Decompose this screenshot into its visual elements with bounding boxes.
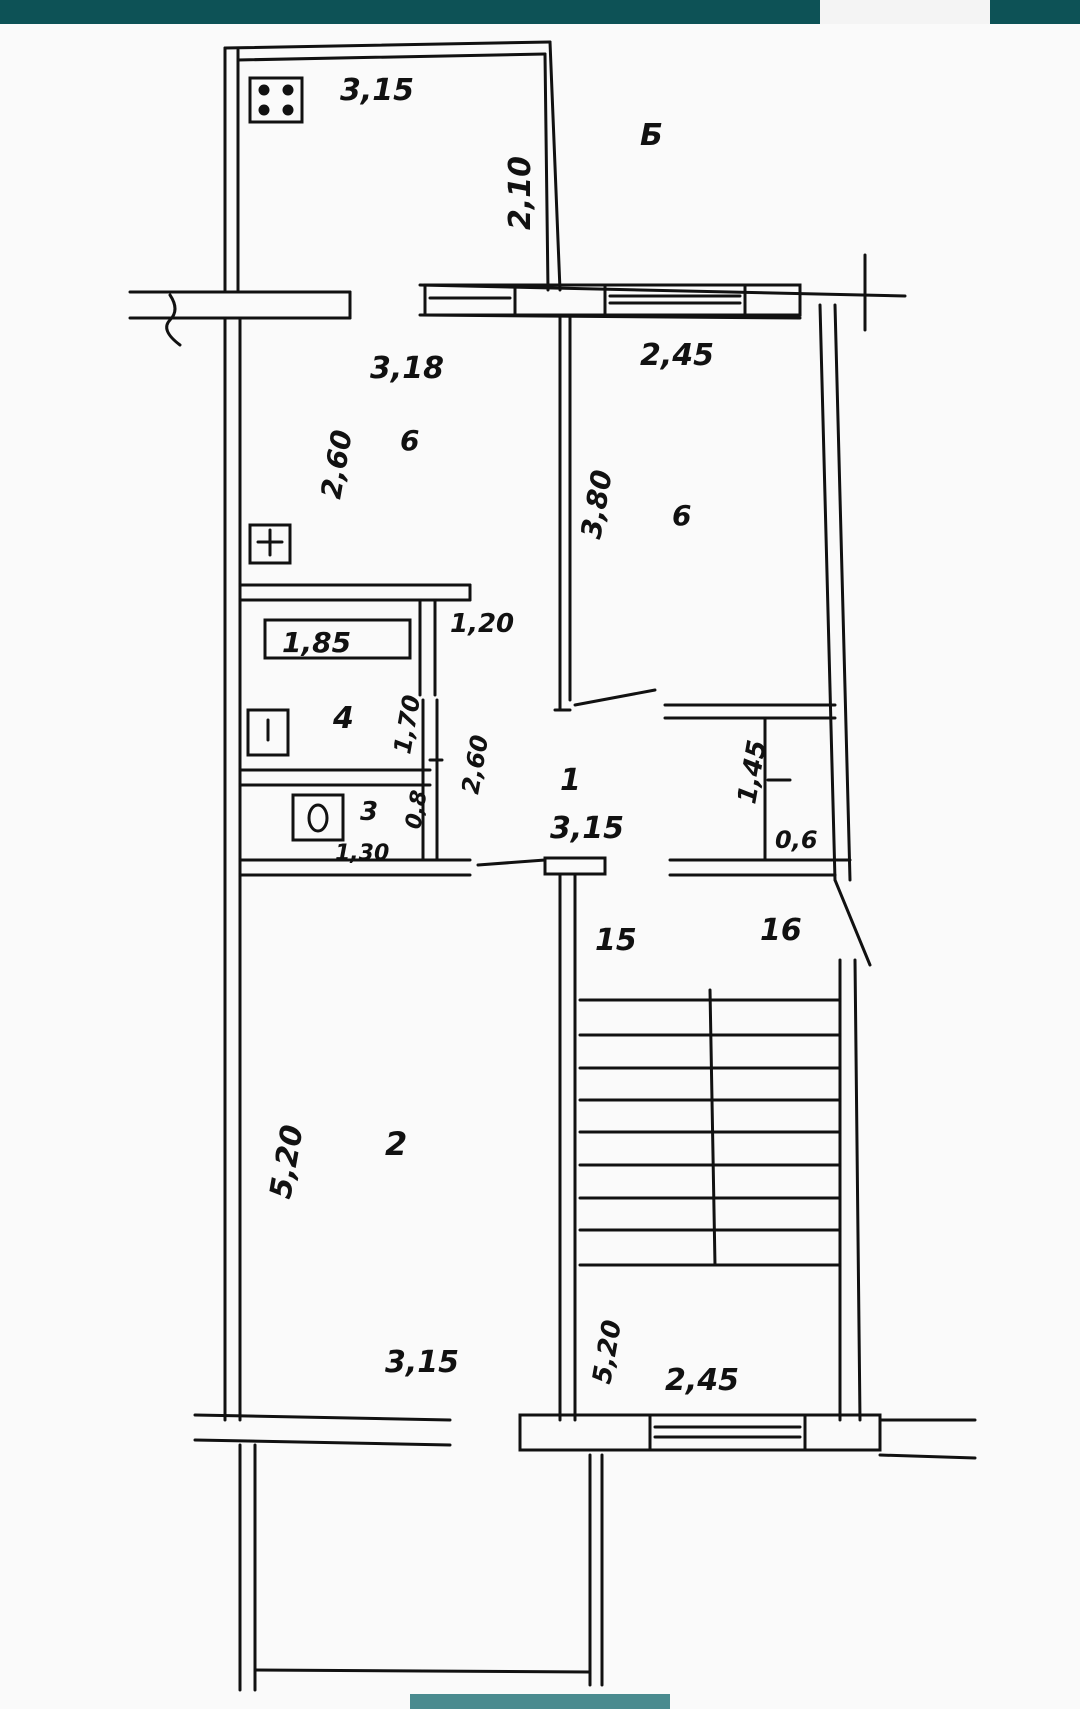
closet-width: 0,6 — [775, 826, 818, 854]
stove-icon — [248, 76, 304, 124]
toilet-number: 3 — [360, 797, 378, 827]
stair-label-15: 15 — [595, 923, 637, 958]
balcony-top-width: 3,15 — [340, 73, 414, 108]
bath-depth: 1,70 — [388, 693, 426, 756]
room2-width: 3,15 — [385, 1345, 459, 1380]
stair-width: 2,45 — [665, 1363, 739, 1398]
top-status-bar — [0, 0, 1080, 24]
bath-depth-2: 2,60 — [456, 733, 494, 796]
floor-plan-drawing: 3,15 2,10 Б 3,18 2,60 6 2,45 3,80 6 1,85… — [128, 40, 977, 1692]
bath-number: 4 — [332, 701, 354, 736]
balcony-top-depth: 2,10 — [503, 156, 538, 230]
room6-left-width: 3,18 — [370, 351, 444, 386]
toilet-dims-2: 0,8 — [401, 788, 432, 831]
hall-number: 1 — [560, 763, 581, 798]
room6-left-number: 6 — [400, 424, 419, 457]
floor-plan: 3,15 2,10 Б 3,18 2,60 6 2,45 3,80 6 1,85… — [0, 24, 1080, 1709]
bath-width: 1,20 — [450, 609, 514, 639]
room6-right-width: 2,45 — [640, 338, 714, 373]
closet-depth: 1,45 — [732, 738, 773, 806]
bottom-tab-bar — [410, 1694, 670, 1709]
room6-right-number: 6 — [672, 499, 691, 532]
top-bar-notch — [820, 0, 990, 24]
room2-depth: 5,20 — [263, 1122, 310, 1201]
bath-tub-length: 1,85 — [282, 626, 351, 659]
room6-right-depth: 3,80 — [574, 467, 618, 541]
room2-number: 2 — [385, 1125, 407, 1163]
toilet-dims: 1,30 — [335, 841, 389, 866]
hall-width: 3,15 — [550, 811, 624, 846]
room6-left-depth: 2,60 — [314, 427, 358, 501]
corner-letter: Б — [640, 118, 663, 153]
stair-depth: 5,20 — [587, 1318, 628, 1386]
stair-label-16: 16 — [760, 913, 802, 948]
